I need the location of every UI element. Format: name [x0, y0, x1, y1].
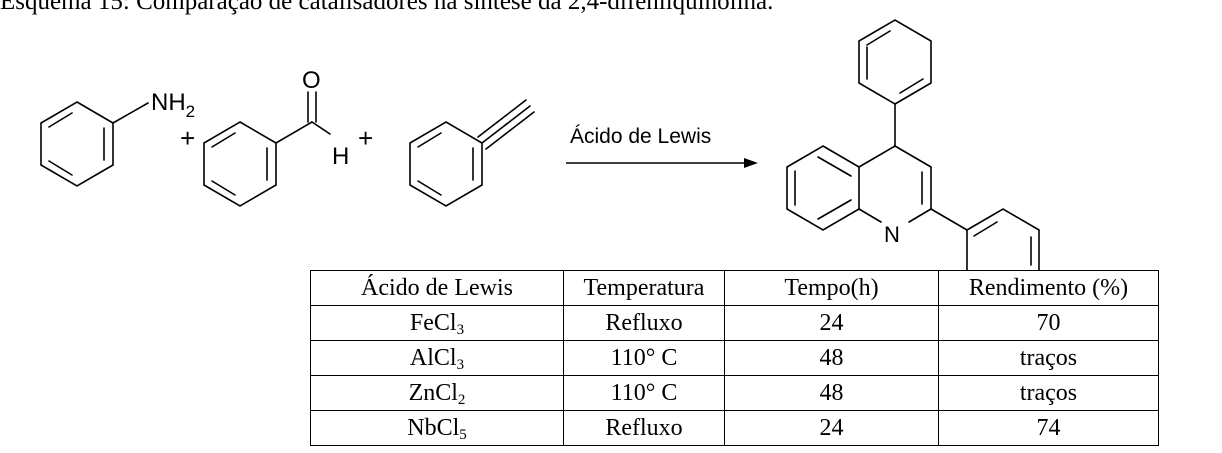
table-header-row: Ácido de Lewis Temperatura Tempo(h) Rend… [310, 270, 1159, 306]
cell-temperature: 110° C [563, 340, 725, 376]
cell-temperature: Refluxo [563, 410, 725, 446]
cell-yield: traços [938, 340, 1159, 376]
plus-sign-2: + [358, 123, 373, 153]
header-time: Tempo(h) [724, 270, 939, 306]
cell-yield: traços [938, 375, 1159, 411]
cell-time: 48 [724, 340, 939, 376]
aldehyde-hydrogen-label: H [332, 143, 349, 170]
plus-sign-1: + [180, 123, 195, 153]
cell-acid: NbCl5 [310, 410, 564, 446]
header-yield: Rendimento (%) [938, 270, 1159, 306]
cell-acid: FeCl3 [310, 305, 564, 341]
cell-time: 48 [724, 375, 939, 411]
cell-yield: 70 [938, 305, 1159, 341]
table-row: FeCl3 Refluxo 24 70 [310, 305, 1159, 341]
cell-time: 24 [724, 410, 939, 446]
amine-label: NH2 [151, 89, 195, 121]
phenyl-ring-lower [973, 221, 1032, 266]
quinoline-nitrogen-label: N [884, 222, 900, 247]
cell-temperature: Refluxo [563, 305, 725, 341]
quinoline-product-structure [786, 19, 1040, 270]
table-row: ZnCl2 110° C 48 traços [310, 375, 1159, 411]
cell-acid: ZnCl2 [310, 375, 564, 411]
table-row: NbCl5 Refluxo 24 74 [310, 410, 1159, 446]
cell-time: 24 [724, 305, 939, 341]
catalyst-comparison-table: Ácido de Lewis Temperatura Tempo(h) Rend… [310, 270, 1159, 446]
cell-acid: AlCl3 [310, 340, 564, 376]
phenylacetylene-structure [409, 99, 535, 207]
header-lewis-acid: Ácido de Lewis [310, 270, 564, 306]
cell-yield: 74 [938, 410, 1159, 446]
cell-temperature: 110° C [563, 375, 725, 411]
scheme-caption: Esquema 15: Comparação de catalisadores … [0, 0, 774, 15]
header-temperature: Temperatura [563, 270, 725, 306]
arrow-label: Ácido de Lewis [570, 125, 711, 148]
table-row: AlCl3 110° C 48 traços [310, 340, 1159, 376]
aniline-structure [40, 101, 149, 187]
reaction-arrow [566, 158, 758, 168]
carbonyl-oxygen-label: O [302, 67, 321, 94]
reaction-scheme: NH2 + O H + Ácido de Lewis [40, 19, 1040, 270]
benzaldehyde-structure [203, 91, 331, 207]
